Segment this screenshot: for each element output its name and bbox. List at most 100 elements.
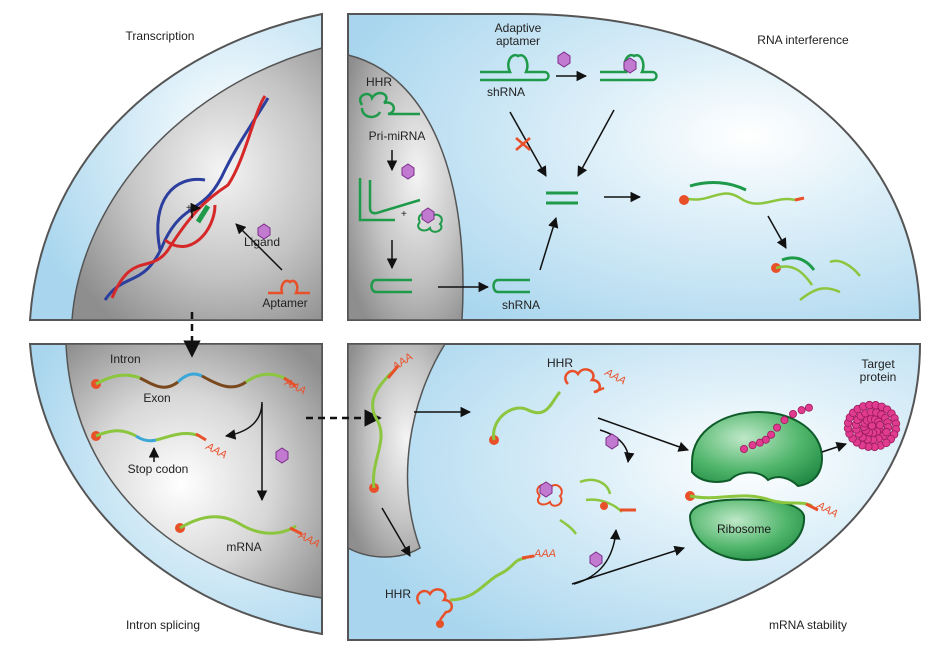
cleaved-mrna-fragment-3	[829, 259, 861, 277]
nucleus-bottom-right	[347, 343, 447, 558]
label-hhr-bottom: HHR	[385, 587, 411, 601]
label-ribosome: Ribosome	[716, 522, 772, 536]
label-hhr-top: HHR	[366, 75, 392, 89]
protein-bead	[875, 420, 885, 430]
label-hhr-middle: HHR	[547, 356, 573, 370]
label-intron: Intron	[110, 352, 141, 366]
ligand-icon-4	[557, 51, 571, 68]
arrow-bottom-to-ribosome	[571, 545, 685, 585]
aptamer-icon	[268, 279, 310, 295]
label-mrna: mRNA	[226, 540, 262, 554]
label-aptamer: Aptamer	[262, 296, 308, 310]
translated-mrna-tail	[805, 502, 819, 512]
mrna-cap	[679, 195, 689, 205]
hhr-mrna-top	[492, 390, 562, 441]
cleaved-mrna-fragment-1	[775, 265, 814, 286]
degraded-fragment-2	[585, 498, 623, 513]
shrna-nuclear	[370, 278, 412, 294]
arrow-cleavage	[767, 215, 787, 249]
label-stop-codon: Stop codon	[127, 462, 189, 476]
stop-mrna-exon-1	[95, 429, 137, 438]
label-adaptive-aptamer: Adaptive aptamer	[494, 21, 542, 48]
hhr-mrna-bottom-tail	[521, 554, 535, 560]
ligand-icon	[257, 223, 271, 240]
pre-mirna-hairpin	[358, 178, 421, 222]
ligand-icon-2	[401, 163, 415, 180]
label-shrna-top: shRNA	[486, 85, 526, 99]
pre-mrna-stop-exon	[176, 372, 203, 384]
nucleus-top-right	[347, 54, 464, 321]
degraded-cap	[600, 502, 608, 510]
ligand-icon-7	[605, 433, 619, 450]
peptide-bead	[804, 403, 813, 412]
cleaved-mrna-fragment-2	[799, 287, 841, 301]
sirna-duplex	[546, 191, 578, 205]
peptide-bead	[761, 435, 770, 444]
section-title-rna-interference: RNA interference	[757, 33, 849, 47]
label-pri-mirna: Pri-miRNA	[368, 129, 426, 143]
section-title-mrna-stability: mRNA stability	[768, 618, 848, 632]
ligand-icon-3	[421, 207, 435, 224]
hhr-ribozyme-bottom	[416, 588, 453, 621]
stop-mrna-tail	[195, 432, 207, 442]
arrow-shrna-to-dicer	[539, 216, 559, 271]
ligand-icon-9	[589, 551, 603, 568]
protein-bead	[882, 427, 891, 437]
mrna-tail	[794, 196, 805, 202]
pre-mrna-intron-2	[201, 374, 247, 389]
arrow-to-target-protein	[821, 442, 847, 453]
polya-tail-label-6: AAA	[534, 548, 557, 560]
label-exon: Exon	[143, 391, 171, 405]
peptide-bead	[767, 430, 776, 439]
target-protein-cluster	[843, 400, 901, 452]
ligand-icon-8	[539, 481, 553, 498]
nascent-peptide	[740, 403, 813, 453]
hhr-pri-mirna-icon	[359, 91, 420, 119]
peptide-bead	[780, 416, 789, 425]
exported-mrna	[371, 370, 394, 489]
arrow-hhr-cleavage	[599, 429, 635, 464]
promoter-aptamer-insert	[195, 204, 211, 224]
degraded-fragment-1	[579, 478, 612, 495]
ribosome-large-subunit	[691, 410, 824, 488]
ligand-icon-5	[623, 57, 637, 74]
hhr-ribozyme-top	[564, 368, 605, 394]
peptide-bead	[797, 406, 806, 415]
guide-strand	[689, 181, 747, 192]
peptide-bead	[789, 410, 798, 419]
section-title-transcription: Transcription	[125, 29, 195, 43]
peptide-bead	[740, 444, 749, 453]
peptide-bead	[773, 423, 782, 432]
ligand-icon-6	[275, 447, 289, 464]
pre-mrna-tail	[283, 376, 297, 388]
arrow-blocked	[509, 111, 547, 177]
label-target-protein: Target protein	[859, 357, 897, 384]
shrna-cytoplasm	[492, 278, 530, 294]
arrow-bottom-to-cleavage	[573, 528, 621, 585]
label-plus-dna: +	[186, 203, 192, 214]
arrow-to-ribosome	[597, 417, 689, 452]
arrow-aptamer-to-dna	[235, 223, 283, 271]
protein-bead	[882, 438, 891, 448]
mature-mrna-tail	[289, 526, 303, 536]
pre-mrna-intron-1	[139, 376, 179, 389]
arrow-bound-to-sirna	[577, 109, 615, 177]
transcription-start-arrow	[190, 202, 202, 218]
translated-mrna	[689, 494, 813, 508]
ribosome-small-subunit	[688, 498, 806, 562]
label-shrna-cytoplasm: shRNA	[501, 298, 541, 312]
stop-mrna-stop-exon	[135, 434, 157, 443]
label-ligand: Ligand	[243, 235, 281, 249]
cleaved-guide	[781, 256, 816, 271]
hhr-mrna-bottom	[449, 556, 527, 602]
mature-mrna	[179, 515, 297, 535]
nucleus-bottom-left	[65, 343, 323, 599]
nucleus-top-left	[71, 47, 323, 321]
cell-membrane-bottom-right	[347, 343, 922, 641]
target-mrna-risc	[683, 192, 796, 205]
blocked-cross-icon	[515, 137, 531, 151]
pre-mrna-exon-1	[95, 373, 141, 386]
arrow-down-to-hhr-bottom	[381, 507, 411, 557]
